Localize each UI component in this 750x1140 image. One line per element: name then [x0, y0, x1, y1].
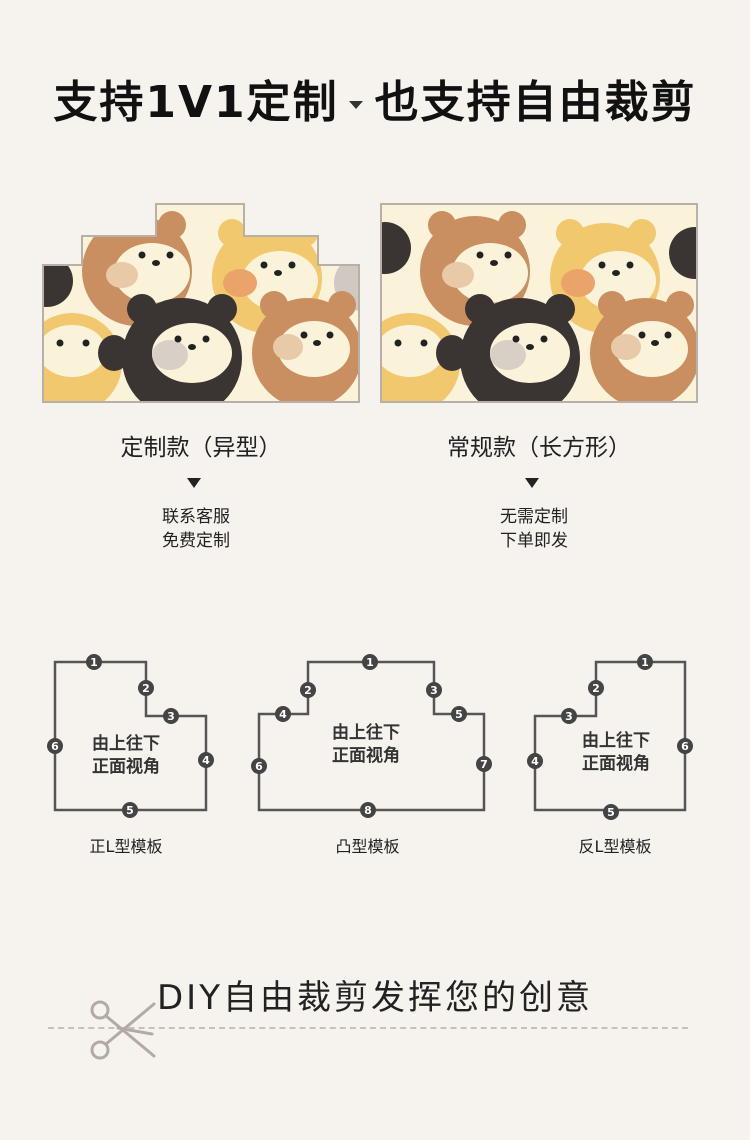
custom-caption: 定制款（异型）: [120, 435, 282, 461]
convex-template-diagram: 由上往下 正面视角 1 2 3 4 5 6 7 8: [251, 654, 492, 818]
edge-marker-5: [122, 802, 138, 818]
regular-note: 无需定制 下单即发: [434, 505, 634, 553]
edge-number: 4: [531, 755, 539, 768]
edge-number: 8: [364, 804, 372, 817]
edge-number: 1: [641, 656, 649, 669]
edge-marker-3: [163, 708, 179, 724]
edge-marker-4: [527, 753, 543, 769]
template-center-line-2: 正面视角: [582, 753, 650, 774]
convex-template-label: 凸型模板: [335, 837, 400, 856]
custom-note-line-2: 免费定制: [162, 531, 230, 551]
template-center-line-2: 正面视角: [92, 756, 160, 777]
edge-number: 2: [592, 682, 600, 695]
page-title: 支持1V1定制也支持自由裁剪: [0, 66, 750, 130]
edge-marker-6: [677, 738, 693, 754]
edge-number: 5: [126, 804, 134, 817]
regular-caption: 常规款（长方形）: [447, 435, 631, 461]
edge-number: 2: [304, 684, 312, 697]
edge-number: 5: [455, 708, 463, 721]
scissors-icon: [90, 1000, 156, 1060]
edge-number: 6: [255, 760, 263, 773]
edge-number: 2: [142, 682, 150, 695]
edge-number: 6: [681, 740, 689, 753]
edge-marker-2: [138, 680, 154, 696]
triangle-down-icon: [187, 478, 201, 488]
triangle-down-icon: [525, 478, 539, 488]
l-shape-template-diagram: 由上往下 正面视角 1 2 3 4 5 6: [47, 654, 214, 818]
template-center-line-1: 由上往下: [332, 722, 400, 743]
edge-marker-2: [300, 682, 316, 698]
triangle-down-icon: [348, 101, 363, 109]
edge-marker-2: [588, 680, 604, 696]
custom-note-line-1: 联系客服: [162, 507, 230, 527]
diy-slogan: DIY自由裁剪发挥您的创意: [157, 978, 593, 1018]
custom-shaped-mat-image: [42, 203, 360, 403]
edge-marker-1: [362, 654, 378, 670]
edge-marker-6: [251, 758, 267, 774]
edge-number: 3: [565, 710, 573, 723]
edge-number: 5: [607, 806, 615, 819]
template-center-line-1: 由上往下: [92, 733, 160, 754]
dashed-cut-line: [48, 1027, 688, 1029]
edge-marker-3: [561, 708, 577, 724]
edge-marker-5: [603, 804, 619, 820]
edge-number: 6: [51, 740, 59, 753]
custom-note: 联系客服 免费定制: [96, 505, 296, 553]
edge-marker-7: [476, 756, 492, 772]
edge-marker-3: [426, 682, 442, 698]
l-shape-template-label: 正L型模板: [89, 837, 163, 856]
edge-number: 3: [430, 684, 438, 697]
edge-marker-1: [637, 654, 653, 670]
edge-marker-6: [47, 738, 63, 754]
edge-marker-8: [360, 802, 376, 818]
reverse-l-template-label: 反L型模板: [578, 837, 652, 856]
edge-marker-1: [86, 654, 102, 670]
reverse-l-template-diagram: 由上往下 正面视角 1 2 3 4 5 6: [527, 654, 693, 820]
title-part-1: 支持1V1定制: [53, 77, 339, 128]
edge-number: 1: [90, 656, 98, 669]
edge-number: 4: [202, 754, 210, 767]
template-center-line-1: 由上往下: [582, 730, 650, 751]
edge-marker-5: [451, 706, 467, 722]
regular-rectangle-mat-image: [380, 203, 698, 403]
template-center-line-2: 正面视角: [332, 745, 400, 766]
edge-number: 3: [167, 710, 175, 723]
regular-note-line-2: 下单即发: [500, 531, 568, 551]
edge-number: 1: [366, 656, 374, 669]
regular-note-line-1: 无需定制: [500, 507, 568, 527]
title-part-2: 也支持自由裁剪: [374, 77, 697, 128]
edge-marker-4: [198, 752, 214, 768]
edge-number: 4: [279, 708, 287, 721]
edge-number: 7: [480, 758, 488, 771]
edge-marker-4: [275, 706, 291, 722]
